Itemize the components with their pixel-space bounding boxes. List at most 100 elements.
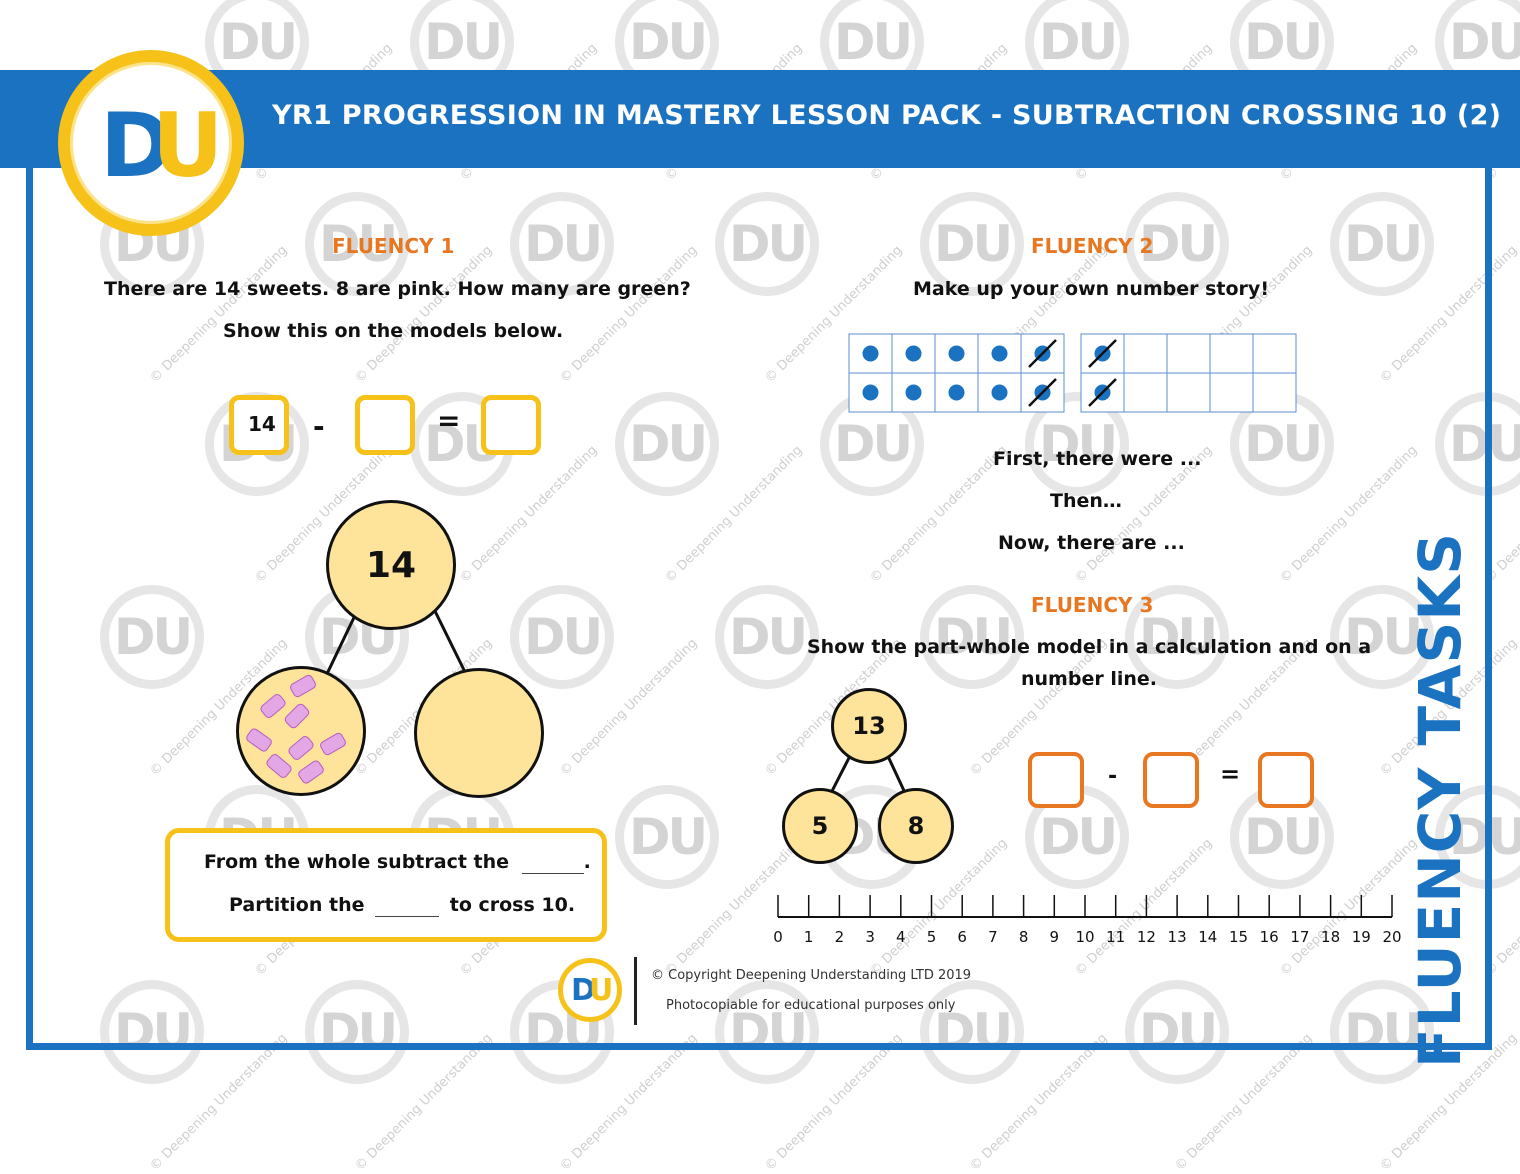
- watermark-logo: DU: [715, 192, 819, 296]
- hint-line-1: From the whole subtract the .: [204, 851, 591, 874]
- number-line-label: 9: [1049, 928, 1060, 946]
- answer-box-first-value: 14: [248, 412, 276, 436]
- calc-box-result[interactable]: [1258, 752, 1314, 808]
- watermark-logo: DU: [1125, 585, 1229, 689]
- counter: [991, 384, 1008, 401]
- number-line-label: 2: [834, 928, 845, 946]
- answer-box-first[interactable]: 14: [229, 395, 289, 455]
- hint-line-1-end: .: [583, 851, 591, 873]
- number-line-label: 11: [1106, 928, 1126, 946]
- blank-line[interactable]: [521, 851, 584, 874]
- frame-cell: [1123, 333, 1168, 374]
- frame-cell: [1252, 372, 1297, 413]
- blank-line[interactable]: [375, 894, 440, 917]
- watermark-logo: DU: [920, 192, 1024, 296]
- watermark-logo: DU: [1025, 392, 1129, 496]
- fluency3-question-line2: number line.: [1021, 668, 1157, 690]
- watermark-logo: DU: [305, 192, 409, 296]
- calc-equals-sign: =: [1220, 760, 1241, 788]
- cross-out-mark: [1028, 378, 1057, 407]
- number-line-label: 18: [1321, 928, 1341, 946]
- minus-sign: -: [313, 410, 325, 443]
- footer-copyright: © Copyright Deepening Understanding LTD …: [651, 968, 972, 983]
- header-bar: [0, 70, 1520, 168]
- fluency3-heading: FLUENCY 3: [1031, 593, 1154, 617]
- answer-box-second[interactable]: [355, 395, 415, 455]
- number-line-label: 8: [1018, 928, 1029, 946]
- whole-circle: 14: [326, 500, 456, 630]
- fluency1-instruction: Show this on the models below.: [223, 320, 564, 342]
- fluency3-question-line1: Show the part-whole model in a calculati…: [807, 636, 1372, 658]
- watermark-logo: DU: [1330, 585, 1434, 689]
- counter: [862, 384, 879, 401]
- watermark-logo: DU: [510, 192, 614, 296]
- counter: [862, 345, 879, 362]
- connector-line: [430, 604, 467, 673]
- fluency2-heading: FLUENCY 2: [1031, 234, 1154, 258]
- calc-box-second[interactable]: [1143, 752, 1199, 808]
- hint-line-2-end: to cross 10.: [449, 894, 576, 916]
- number-line-label: 17: [1290, 928, 1310, 946]
- cross-out-mark: [1028, 339, 1057, 368]
- number-line-label: 3: [865, 928, 875, 946]
- number-line-label: 14: [1198, 928, 1218, 946]
- footer-divider: [634, 957, 637, 1025]
- number-line-label: 15: [1228, 928, 1249, 946]
- watermark-logo: DU: [100, 980, 204, 1084]
- watermark-logo: DU: [510, 585, 614, 689]
- part-circle-small-left: 5: [782, 788, 858, 864]
- story-line-first: First, there were ...: [993, 448, 1202, 470]
- hint-line-2-start: Partition the: [229, 894, 365, 916]
- number-line: [777, 895, 1393, 918]
- calc-minus-sign: -: [1108, 764, 1118, 789]
- ten-frame: [848, 333, 1065, 413]
- number-line-label: 10: [1075, 928, 1095, 946]
- watermark-logo: DU: [1125, 192, 1229, 296]
- page-title: YR1 PROGRESSION IN MASTERY LESSON PACK -…: [272, 100, 1502, 131]
- watermark-logo: DU: [715, 585, 819, 689]
- cross-out-mark: [1088, 339, 1117, 368]
- footer-logo-letter-d: D: [571, 973, 596, 1008]
- fluency2-question: Make up your own number story!: [913, 278, 1269, 300]
- equals-sign: =: [437, 404, 461, 437]
- logo-letter-u: U: [152, 94, 224, 197]
- watermark-logo: DU: [615, 785, 719, 889]
- hint-line-1-start: From the whole subtract the: [204, 851, 510, 873]
- sweet-icon: [266, 754, 292, 778]
- number-line-label: 4: [896, 928, 906, 946]
- frame-cell: [1123, 372, 1168, 413]
- ten-frame: [1080, 333, 1297, 413]
- number-line-label: 7: [988, 928, 998, 946]
- part-value-right: 8: [907, 812, 925, 840]
- counter: [948, 345, 965, 362]
- frame-cell: [1252, 333, 1297, 374]
- fluency1-heading: FLUENCY 1: [332, 234, 455, 258]
- watermark-logo: DU: [1025, 785, 1129, 889]
- watermark-logo: DU: [920, 585, 1024, 689]
- part-circle-sweets: [236, 666, 366, 796]
- whole-value-small: 13: [852, 712, 886, 740]
- counter: [991, 345, 1008, 362]
- part-value-left: 5: [811, 812, 829, 840]
- footer-logo-letter-u: U: [589, 973, 614, 1008]
- footer-logo: D U: [558, 958, 622, 1022]
- frame-cell: [1166, 372, 1211, 413]
- frame-cell: [1166, 333, 1211, 374]
- frame-cell: [1209, 372, 1254, 413]
- sweet-icon: [246, 728, 272, 752]
- number-line-label: 20: [1382, 928, 1402, 946]
- frame-cell: [1209, 333, 1254, 374]
- connector-line: [884, 751, 908, 796]
- calc-box-first[interactable]: [1028, 752, 1084, 808]
- number-line-label: 6: [957, 928, 967, 946]
- sweet-icon: [320, 732, 346, 756]
- footer-note: Photocopiable for educational purposes o…: [666, 998, 956, 1013]
- answer-box-result[interactable]: [481, 395, 541, 455]
- number-line-label: 13: [1167, 928, 1187, 946]
- sweets-picture: [246, 674, 346, 784]
- hint-line-2: Partition the to cross 10.: [229, 894, 575, 917]
- sweet-icon: [290, 674, 316, 698]
- cross-out-mark: [1088, 378, 1117, 407]
- whole-circle-small: 13: [831, 688, 907, 764]
- story-line-now: Now, there are ...: [998, 532, 1185, 554]
